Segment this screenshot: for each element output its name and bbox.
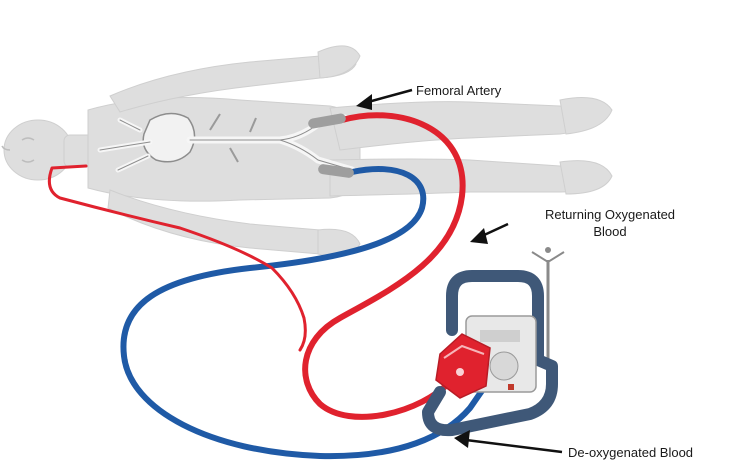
femoral-cannulas — [308, 113, 354, 178]
ecmo-pump — [422, 247, 565, 437]
label-returning-line1: Returning Oxygenated — [544, 207, 676, 222]
label-deoxygenated-blood: De-oxygenated Blood — [568, 445, 694, 460]
label-returning-line2: Blood — [593, 224, 627, 239]
oxygenated-tube-femoral — [302, 112, 466, 420]
arrow-femoral-artery — [356, 88, 413, 110]
label-femoral-artery: Femoral Artery — [416, 83, 502, 98]
face-detail — [1, 137, 35, 163]
arrows — [356, 88, 563, 454]
deoxygenated-tube — [120, 166, 491, 460]
arrow-deoxygenated-blood — [454, 430, 563, 454]
oxygenated-line-neck — [47, 164, 307, 352]
vascular-system — [97, 112, 356, 174]
label-returning-oxygenated-blood: Returning Oxygenated Blood — [510, 206, 710, 240]
arrow-returning-blood — [470, 222, 509, 244]
